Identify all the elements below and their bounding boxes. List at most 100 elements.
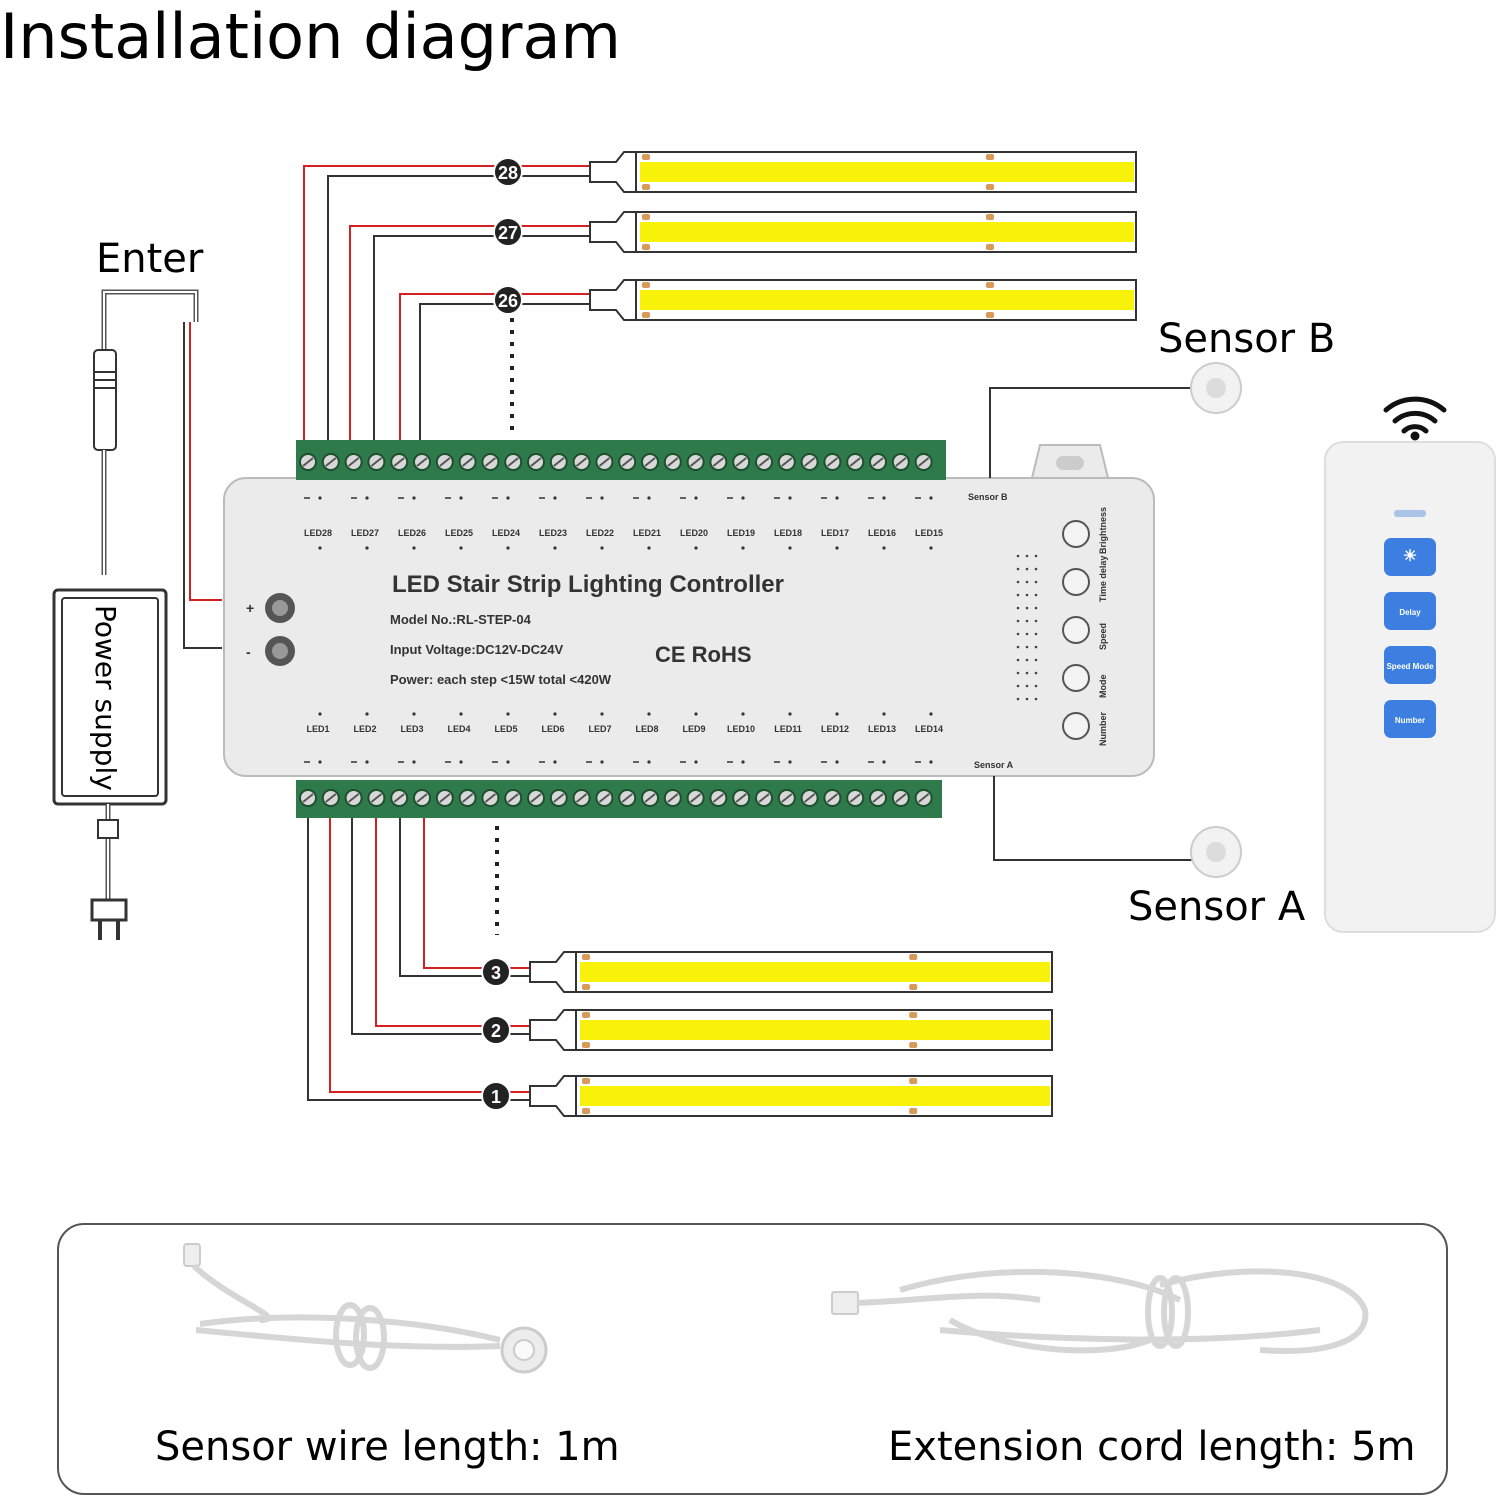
sensor-a-group: Sensor A (993, 776, 1306, 930)
power-supply-group: Enter Power supply (52, 236, 222, 940)
remote-button[interactable] (1384, 700, 1436, 738)
power-supply-label: Power supply (89, 605, 122, 791)
dc-connector (93, 349, 117, 451)
bottom-led-port-label: LED2 (353, 724, 376, 734)
extension-cord-caption: Extension cord length: 5m (888, 1424, 1416, 1470)
strip-connector (529, 951, 579, 993)
bottom-led-port-label: LED8 (635, 724, 658, 734)
accessories-panel: Sensor wire length: 1m Extension cord le… (57, 1223, 1448, 1495)
page-title: Installation diagram (0, 0, 621, 73)
bottom-led-port-label: LED10 (727, 724, 755, 734)
led-strip-light (580, 962, 1050, 982)
top-led-port-label: LED16 (868, 528, 896, 538)
strip-wire-negative (307, 818, 530, 1101)
step-number: 28 (498, 163, 518, 183)
remote-button[interactable] (1384, 646, 1436, 684)
bottom-led-port-label: LED12 (821, 724, 849, 734)
remote-button[interactable] (1384, 538, 1436, 576)
wireless-signal-icon (1383, 396, 1447, 441)
sensor-b-group: Sensor B (989, 316, 1335, 478)
step-number: 2 (491, 1021, 501, 1041)
cert-marks: CE RoHS (655, 642, 752, 667)
controller-button-label: Time delay (1098, 556, 1108, 602)
mains-plug (90, 898, 128, 922)
bottom-led-port-label: LED9 (682, 724, 705, 734)
step-number-badge (493, 285, 523, 315)
sensor-wire-caption: Sensor wire length: 1m (155, 1424, 620, 1470)
bottom-led-port-label: LED6 (541, 724, 564, 734)
led-strip-light (580, 1086, 1050, 1106)
remote-button-label: Number (1395, 716, 1425, 725)
step-number: 3 (491, 963, 501, 983)
remote-indicator-led (1394, 510, 1426, 517)
top-led-port-label: LED20 (680, 528, 708, 538)
enter-cable (101, 289, 199, 352)
controller-button-label: Mode (1098, 675, 1108, 699)
led-strip-light (640, 290, 1134, 310)
step-number-badge (481, 1081, 511, 1111)
remote-button-label: Delay (1399, 608, 1421, 617)
bottom-led-port-label: LED3 (400, 724, 423, 734)
controller-name: LED Stair Strip Lighting Controller (392, 571, 784, 598)
sensor-b-port-label: Sensor B (968, 492, 1008, 502)
plus-label: + (246, 600, 254, 616)
strip-connector (589, 279, 639, 321)
top-led-port-label: LED25 (445, 528, 473, 538)
controller-power: Power: each step <15W total <420W (390, 672, 612, 687)
strip-wire-negative (327, 175, 590, 440)
step-number-badge (493, 157, 523, 187)
strip-connector (529, 1009, 579, 1051)
accessories-frame (57, 1223, 1448, 1495)
controller-button[interactable] (1062, 664, 1090, 692)
negative-wire (183, 322, 222, 649)
step-number: 27 (498, 223, 518, 243)
step-number-badge (481, 957, 511, 987)
bottom-led-port-label: LED13 (868, 724, 896, 734)
remote-body (1324, 441, 1496, 933)
strip-wire-negative (399, 818, 530, 977)
sensor-a-port-label: Sensor A (974, 760, 1014, 770)
top-led-port-label: LED21 (633, 528, 661, 538)
sensor-b-wire (989, 387, 1192, 478)
controller-model: Model No.:RL-STEP-04 (390, 612, 532, 627)
strip-wire-negative (419, 303, 590, 440)
top-led-port-label: LED19 (727, 528, 755, 538)
top-led-port-label: LED15 (915, 528, 943, 538)
step-number: 1 (491, 1087, 501, 1107)
controller-button[interactable] (1062, 520, 1090, 548)
controller-button[interactable] (1062, 568, 1090, 596)
strip-wire-negative (351, 818, 530, 1035)
strip-wire-negative (373, 235, 590, 440)
top-led-port-label: LED22 (586, 528, 614, 538)
controller-button[interactable] (1062, 712, 1090, 740)
controller-button[interactable] (1062, 616, 1090, 644)
led-strip-light (640, 162, 1134, 182)
strip-connector (589, 151, 639, 193)
led-strip-light (640, 222, 1134, 242)
top-led-port-label: LED23 (539, 528, 567, 538)
led-strip-light (580, 1020, 1050, 1040)
strip-wire-positive (329, 818, 530, 1093)
remote-button-label: ☀ (1403, 548, 1417, 565)
remote-button[interactable] (1384, 592, 1436, 630)
step-number-badge (493, 217, 523, 247)
bottom-led-port-label: LED7 (588, 724, 611, 734)
enter-label: Enter (96, 236, 204, 282)
top-led-port-label: LED27 (351, 528, 379, 538)
sensor-wire-image (183, 1243, 548, 1374)
positive-wire (189, 322, 222, 601)
top-led-port-label: LED17 (821, 528, 849, 538)
sensor-a-wire (993, 776, 1192, 861)
top-led-port-label: LED26 (398, 528, 426, 538)
sensor-b-label: Sensor B (1158, 316, 1335, 362)
bottom-led-port-label: LED11 (774, 724, 802, 734)
step-number: 26 (498, 291, 518, 311)
extension-cord-image (831, 1268, 1369, 1354)
controller-button-label: Brightness (1098, 507, 1108, 554)
bottom-led-port-label: LED14 (915, 724, 943, 734)
strip-connector (589, 211, 639, 253)
step-number-badge (481, 1015, 511, 1045)
controller-button-label: Number (1098, 711, 1108, 746)
sensor-a-label: Sensor A (1128, 884, 1306, 930)
